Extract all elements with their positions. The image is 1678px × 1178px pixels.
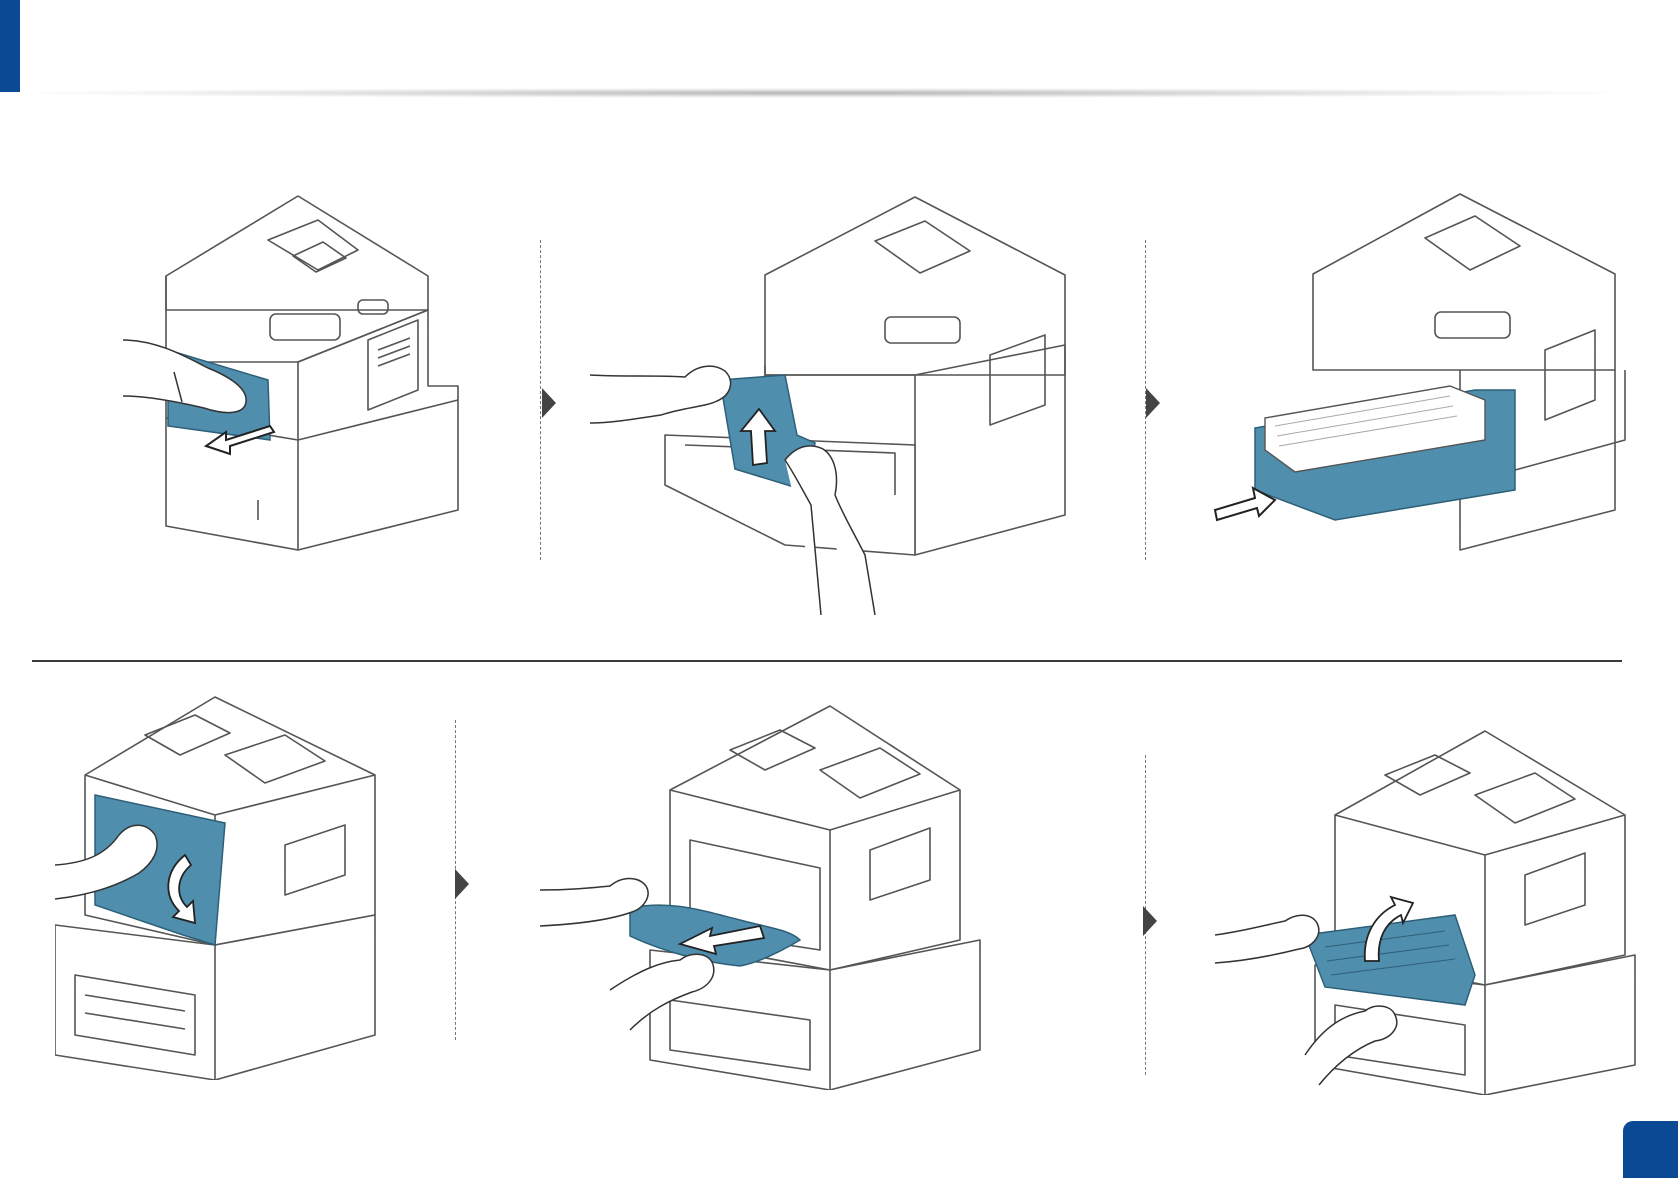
step-6-illustration [1215, 725, 1645, 1095]
step-divider-1 [540, 240, 541, 560]
next-step-arrow-icon [1143, 906, 1157, 936]
step-1-illustration [118, 190, 496, 560]
page-number-badge [1623, 1121, 1678, 1178]
next-step-arrow-icon [542, 388, 556, 418]
step-2-illustration [585, 195, 1085, 615]
open-rear-cover-icon [55, 695, 390, 1080]
step-4-illustration [55, 695, 390, 1080]
step-5-illustration [540, 700, 1020, 1090]
header-divider [22, 88, 1622, 98]
remove-jammed-paper-from-tray-icon [585, 195, 1085, 615]
pull-jammed-paper-from-rear-icon [540, 700, 1020, 1090]
printer-open-front-cover-icon [118, 190, 496, 560]
chapter-tab [0, 0, 20, 92]
section-divider [32, 660, 1622, 662]
next-step-arrow-icon [455, 869, 469, 899]
close-duplex-unit-icon [1215, 725, 1645, 1095]
next-step-arrow-icon [1146, 388, 1160, 418]
step-3-illustration [1195, 190, 1635, 560]
insert-paper-tray-icon [1195, 190, 1635, 560]
